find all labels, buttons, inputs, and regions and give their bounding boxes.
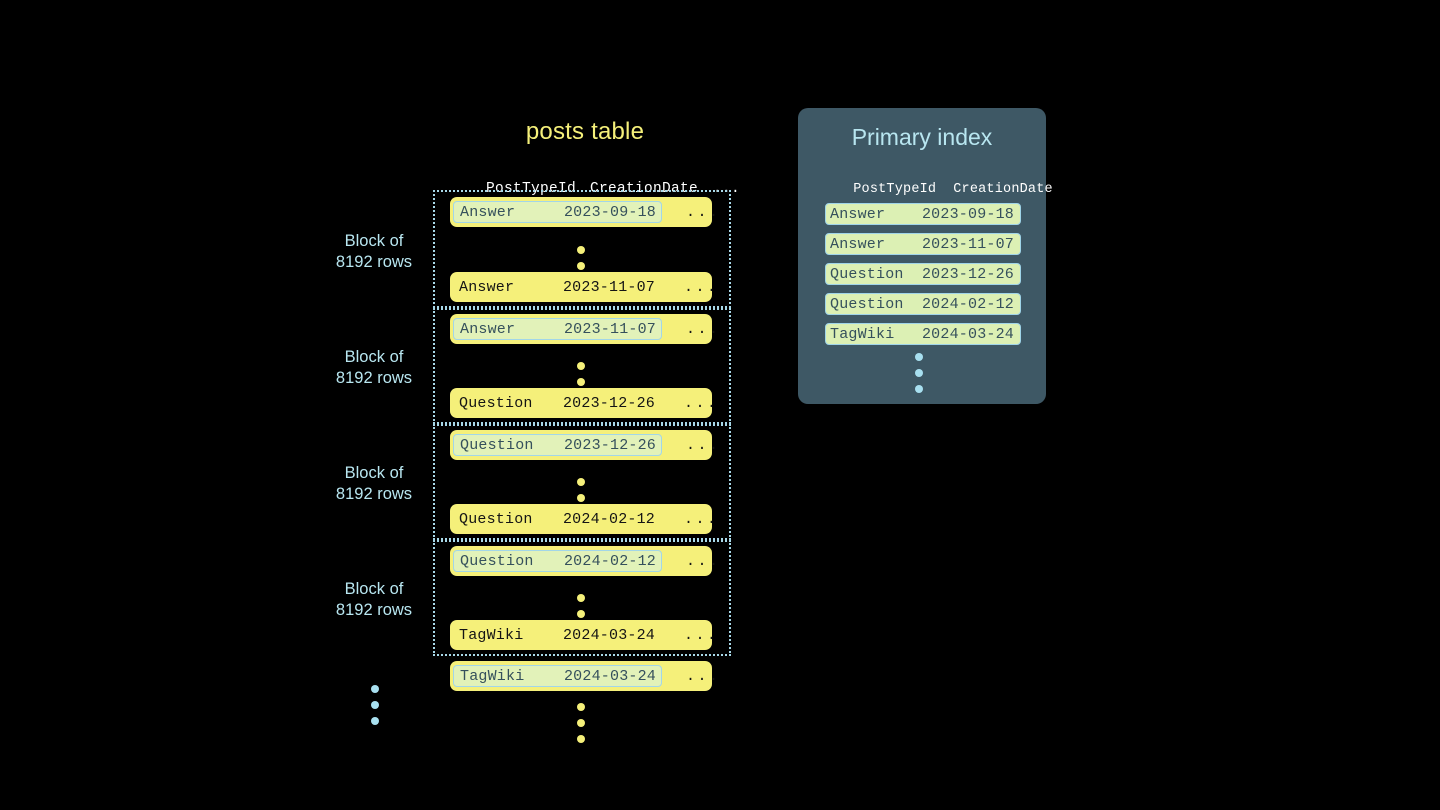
row-ellipsis: ... (684, 510, 719, 528)
block-4 (433, 540, 731, 656)
posts-table-title: posts table (525, 118, 645, 145)
row-ellipsis: ... (686, 320, 721, 338)
row-ellipsis: ... (684, 278, 719, 296)
posts-table-diagram: posts table PostTypeId CreationDate... Bl… (330, 118, 740, 743)
block-2-label: Block of 8192 rows (335, 348, 413, 387)
index-continuation-dots (915, 353, 925, 401)
table-continuation-dots (577, 703, 587, 751)
block-1 (433, 190, 731, 308)
block-1-label: Block of 8192 rows (335, 232, 413, 271)
blocks-continuation-dots (371, 685, 381, 733)
row-ellipsis: ... (686, 203, 721, 221)
column-header-ellipsis: ... (713, 181, 741, 197)
index-column-header-creationdate: CreationDate (953, 182, 1053, 197)
index-column-header-posttypeid: PostTypeId (853, 182, 937, 197)
primary-index-panel: Primary index PostTypeId CreationDate Ans… (798, 108, 1053, 404)
posts-table-column-headers: PostTypeId CreationDate... (450, 165, 740, 213)
primary-index-column-headers: PostTypeId CreationDate (820, 167, 1052, 212)
block-3 (433, 424, 731, 540)
row-ellipsis: ... (686, 552, 721, 570)
row-ellipsis: ... (684, 626, 719, 644)
column-header-creationdate: CreationDate (590, 181, 699, 197)
column-header-posttypeid: PostTypeId (486, 181, 577, 197)
primary-index-title: Primary index (851, 124, 993, 150)
block-2 (433, 308, 731, 424)
block-3-label: Block of 8192 rows (335, 464, 413, 503)
row-ellipsis: ... (686, 436, 721, 454)
block-4-label: Block of 8192 rows (335, 580, 413, 619)
row-ellipsis: ... (684, 394, 719, 412)
row-ellipsis: ... (686, 667, 721, 685)
